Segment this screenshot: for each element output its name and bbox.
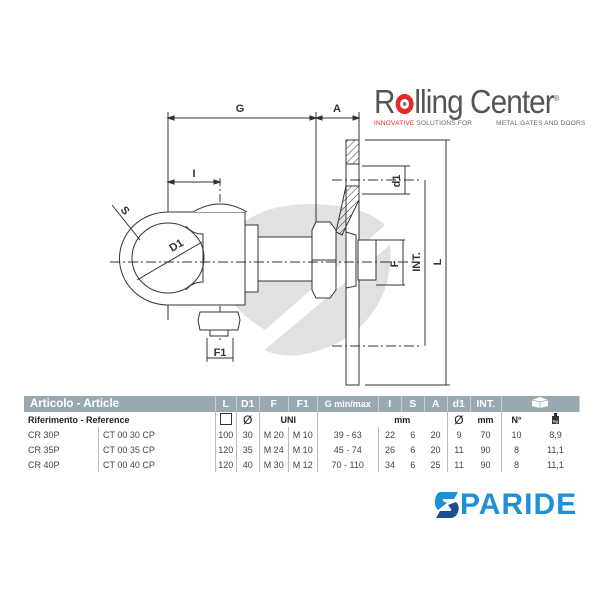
cell-s: 6 <box>410 444 416 455</box>
cell-f: M 20 <box>258 427 289 442</box>
weight-icon: kg <box>531 412 579 427</box>
square-symbol-icon <box>214 412 237 427</box>
header-f: F <box>259 396 289 412</box>
cell-d1: 35 <box>235 442 260 457</box>
table-row: CR 30P CT 00 30 CP 100 30 M 20 M 10 39 -… <box>24 427 580 442</box>
header-i: I <box>378 396 402 412</box>
subheader-uni: UNI <box>258 412 318 427</box>
cell-weight: 8,9 <box>549 429 562 440</box>
cell-g: 70 - 110 <box>316 457 379 472</box>
cell-d1-hole: 9 <box>446 427 471 442</box>
cell-code: CR 35P <box>28 444 60 455</box>
table-row: CR 35P CT 00 35 CP 120 35 M 24 M 10 45 -… <box>24 442 580 457</box>
cell-weight: 11,1 <box>547 444 564 455</box>
cell-ref: CT 00 35 CP <box>98 442 216 457</box>
cell-f: M 30 <box>258 457 289 472</box>
cell-count: 10 <box>500 427 532 442</box>
cell-g: 39 - 63 <box>316 427 379 442</box>
paride-name: PARIDE <box>460 488 578 521</box>
cell-d1-hole: 11 <box>446 442 471 457</box>
d1-diameter-symbol: Ø <box>446 412 471 427</box>
cell-l: 100 <box>214 427 237 442</box>
cell-d1-hole: 11 <box>446 457 471 472</box>
cell-code: CR 30P <box>28 429 60 440</box>
cell-l: 120 <box>214 457 237 472</box>
logo-registered: ® <box>553 94 559 103</box>
dim-label-f1: F1 <box>214 347 227 359</box>
dim-label-f: F <box>389 260 401 267</box>
dim-label-l: L <box>432 258 444 265</box>
paride-s-icon <box>434 492 459 518</box>
logo-letter-r: R <box>374 83 395 120</box>
spec-table: Articolo - Article L D1 F F1 G min/max I… <box>24 396 581 472</box>
cell-weight: 11,1 <box>547 459 564 470</box>
cell-d1: 40 <box>235 457 260 472</box>
header-article: Articolo - Article <box>24 396 216 412</box>
table-row: CR 40P CT 00 40 CP 120 40 M 30 M 12 70 -… <box>24 457 580 472</box>
cell-f1: M 10 <box>287 442 318 457</box>
logo-name: lling Center <box>414 83 554 120</box>
cell-ref: CT 00 30 CP <box>98 427 216 442</box>
header-int: INT. <box>470 396 502 412</box>
cell-count: 8 <box>500 457 532 472</box>
box-icon <box>501 396 581 412</box>
dim-label-s: S <box>118 204 132 217</box>
cell-a: 20 <box>430 429 441 440</box>
subheader-int-mm: mm <box>477 414 494 425</box>
cell-d1: 30 <box>235 427 260 442</box>
cell-i: 34 <box>377 457 402 472</box>
logo-tagline-2: METAL GATES AND DOORS <box>496 120 586 127</box>
cell-i: 22 <box>377 427 402 442</box>
table-header-row: Articolo - Article L D1 F F1 G min/max I… <box>24 396 581 412</box>
cell-int: 90 <box>480 459 491 470</box>
cell-l: 120 <box>214 442 237 457</box>
header-g: G min/max <box>317 396 379 412</box>
cell-a: 25 <box>430 459 441 470</box>
cell-a: 20 <box>430 444 441 455</box>
dim-label-g: G <box>236 103 245 115</box>
logo-o-icon <box>395 94 414 114</box>
cell-s: 6 <box>410 429 416 440</box>
cell-g: 45 - 74 <box>316 442 379 457</box>
diameter-symbol: Ø <box>235 412 260 427</box>
dim-label-a: A <box>333 103 341 115</box>
table-subheader-row: Riferimento - Reference Ø UNI mm Ø mm N°… <box>24 412 580 427</box>
dim-label-i: I <box>192 168 195 180</box>
cell-s: 6 <box>410 459 416 470</box>
header-s: S <box>401 396 425 412</box>
cell-i: 26 <box>377 442 402 457</box>
cell-f1: M 10 <box>287 427 318 442</box>
cell-f1: M 12 <box>287 457 318 472</box>
cell-code: CR 40P <box>28 459 60 470</box>
header-a: A <box>424 396 448 412</box>
cell-int: 70 <box>480 429 491 440</box>
svg-text:kg: kg <box>553 419 558 424</box>
header-d1-hole: d1 <box>447 396 471 412</box>
technical-drawing: G A I S D1 F1 F d1 INT. L <box>110 103 450 386</box>
subheader-mm: mm <box>316 412 448 427</box>
subheader-reference: Riferimento - Reference <box>28 414 130 425</box>
header-l: L <box>215 396 237 412</box>
cell-int: 90 <box>480 444 491 455</box>
dim-label-int: INT. <box>411 252 423 272</box>
cell-f: M 24 <box>258 442 289 457</box>
cell-ref: CT 00 40 CP <box>98 457 216 472</box>
logo-tagline-1: SOLUTIONS FOR <box>414 120 473 127</box>
header-f1: F1 <box>288 396 318 412</box>
paride-logo: PARIDE <box>434 488 600 522</box>
dim-label-d1-hole: d1 <box>391 175 403 188</box>
subheader-count: N° <box>500 412 532 427</box>
cell-count: 8 <box>500 442 532 457</box>
logo-tagline-accent: INNOVATIVE <box>374 120 415 127</box>
header-d1: D1 <box>236 396 260 412</box>
